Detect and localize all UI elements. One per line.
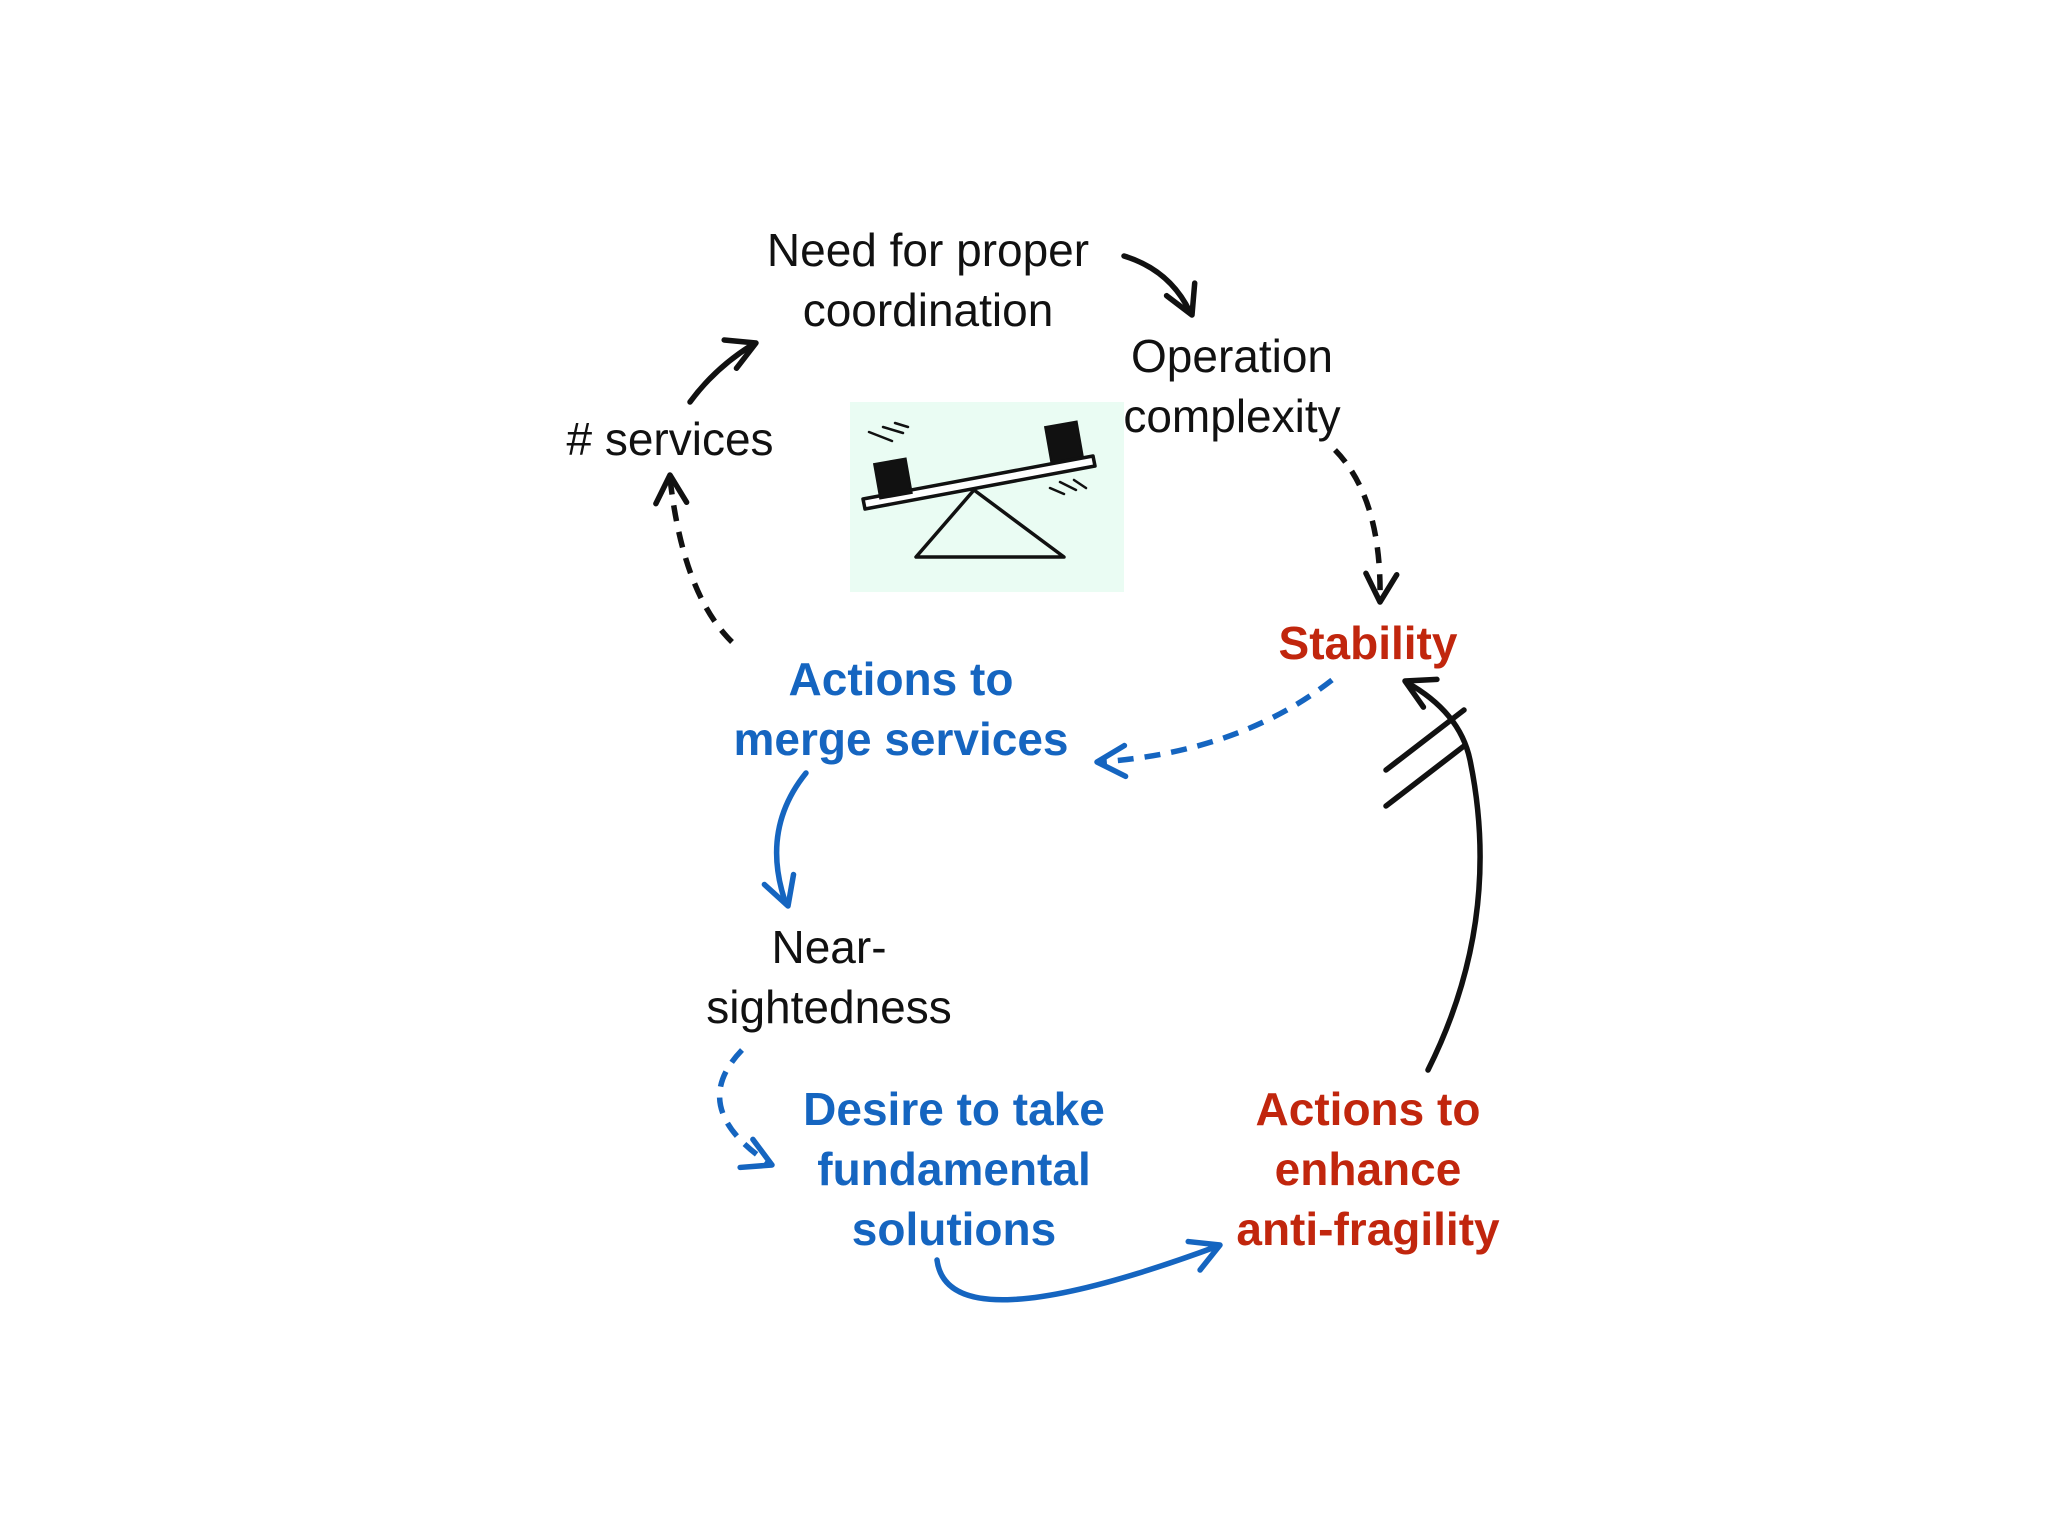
seesaw-fulcrum <box>914 488 1066 559</box>
node-text-line: Desire to take <box>803 1083 1105 1135</box>
node-text-line: enhance <box>1274 1142 1462 1195</box>
arrow-line <box>1403 679 1483 1073</box>
seesaw-weight-left <box>872 457 913 500</box>
node-text-line: Near- <box>771 921 887 973</box>
arrow-near-sightedness-to-fundamental-solutions <box>716 1048 775 1171</box>
arrow-head <box>1185 1238 1223 1273</box>
arrow-line <box>687 342 755 405</box>
arrow-num-services-to-need-coordination <box>687 337 759 405</box>
seesaw-motion-lines-left <box>867 421 910 443</box>
arrow-stability-to-merge-services <box>1094 677 1334 780</box>
node-text-line: anti-fragility <box>1236 1202 1500 1255</box>
arrow-line <box>1121 253 1193 315</box>
node-text-line: # services <box>566 413 774 465</box>
arrow-line <box>1333 448 1383 601</box>
arrow-anti-fragility-to-stability <box>1383 676 1483 1073</box>
delay-marker <box>1383 707 1467 809</box>
node-text-line: solutions <box>851 1202 1057 1255</box>
arrow-merge-services-to-near-sightedness <box>761 770 809 909</box>
arrow-line <box>667 477 734 644</box>
arrow-need-coordination-to-operation-complexity <box>1121 253 1198 318</box>
node-stability: Stability <box>1279 614 1458 674</box>
arrow-head <box>761 871 797 909</box>
arrow-head <box>653 472 690 507</box>
seesaw-plank <box>861 454 1097 511</box>
seesaw-weight-right <box>1043 420 1085 464</box>
node-text-line: Actions to <box>788 653 1014 705</box>
node-text-line: merge services <box>733 712 1069 765</box>
node-text-line: Operation <box>1130 330 1334 382</box>
arrow-head <box>1163 280 1198 318</box>
arrow-operation-complexity-to-stability <box>1333 448 1400 605</box>
node-number-of-services: # services <box>566 410 773 470</box>
seesaw-balance-icon <box>850 402 1124 592</box>
arrow-fundamental-solutions-to-anti-fragility <box>934 1238 1223 1303</box>
arrow-line <box>716 1048 772 1167</box>
node-desire-to-take-fundamental-solutions: Desire to take fundamental solutions <box>803 1080 1105 1259</box>
node-actions-to-merge-services: Actions to merge services <box>733 650 1068 770</box>
node-text-line: complexity <box>1123 389 1341 442</box>
seesaw-motion-lines-right <box>1048 478 1088 496</box>
arrow-head <box>737 1136 775 1171</box>
node-operation-complexity: Operation complexity <box>1123 327 1340 447</box>
node-text-line: Stability <box>1278 617 1458 669</box>
arrow-head <box>721 337 759 372</box>
arrow-head <box>1402 676 1440 710</box>
arrow-line <box>773 770 809 907</box>
arrow-line <box>1099 677 1334 765</box>
node-near-sightedness: Near-sightedness <box>706 918 952 1038</box>
node-text-line: fundamental <box>817 1142 1091 1195</box>
node-text-line: Need for proper <box>766 224 1090 276</box>
seesaw-illustration <box>850 402 1124 592</box>
node-text-line: coordination <box>802 283 1054 336</box>
arrow-line <box>934 1243 1221 1303</box>
node-text-line: Actions to <box>1255 1083 1481 1135</box>
node-text-line: sightedness <box>706 980 952 1033</box>
arrow-head <box>1363 570 1400 605</box>
node-actions-to-enhance-anti-fragility: Actions to enhance anti-fragility <box>1236 1080 1499 1259</box>
node-need-for-proper-coordination: Need for proper coordination <box>767 221 1089 341</box>
arrow-head <box>1094 742 1129 780</box>
arrow-merge-services-to-num-services <box>653 472 734 644</box>
